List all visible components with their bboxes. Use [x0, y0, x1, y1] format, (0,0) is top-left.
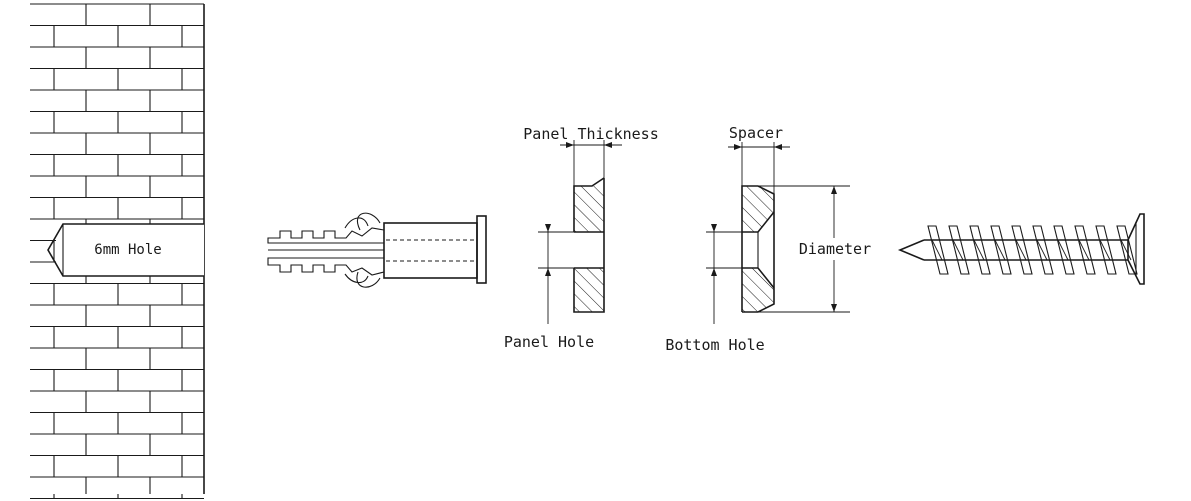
panel-section: Panel Thickness Panel Hole: [504, 125, 659, 351]
panel-hole-label: Panel Hole: [504, 333, 594, 351]
wall-plug: [267, 212, 487, 288]
bottom-hole-label: Bottom Hole: [665, 336, 764, 354]
hole-label: 6mm Hole: [94, 242, 161, 258]
panel-thickness-label: Panel Thickness: [523, 125, 658, 143]
drilled-hole: 6mm Hole: [47, 223, 204, 277]
spacer-section: Spacer Bottom Hole Diameter: [665, 124, 875, 354]
spacer-label: Spacer: [729, 124, 783, 142]
screw: [897, 213, 1145, 285]
diameter-label: Diameter: [799, 240, 871, 258]
